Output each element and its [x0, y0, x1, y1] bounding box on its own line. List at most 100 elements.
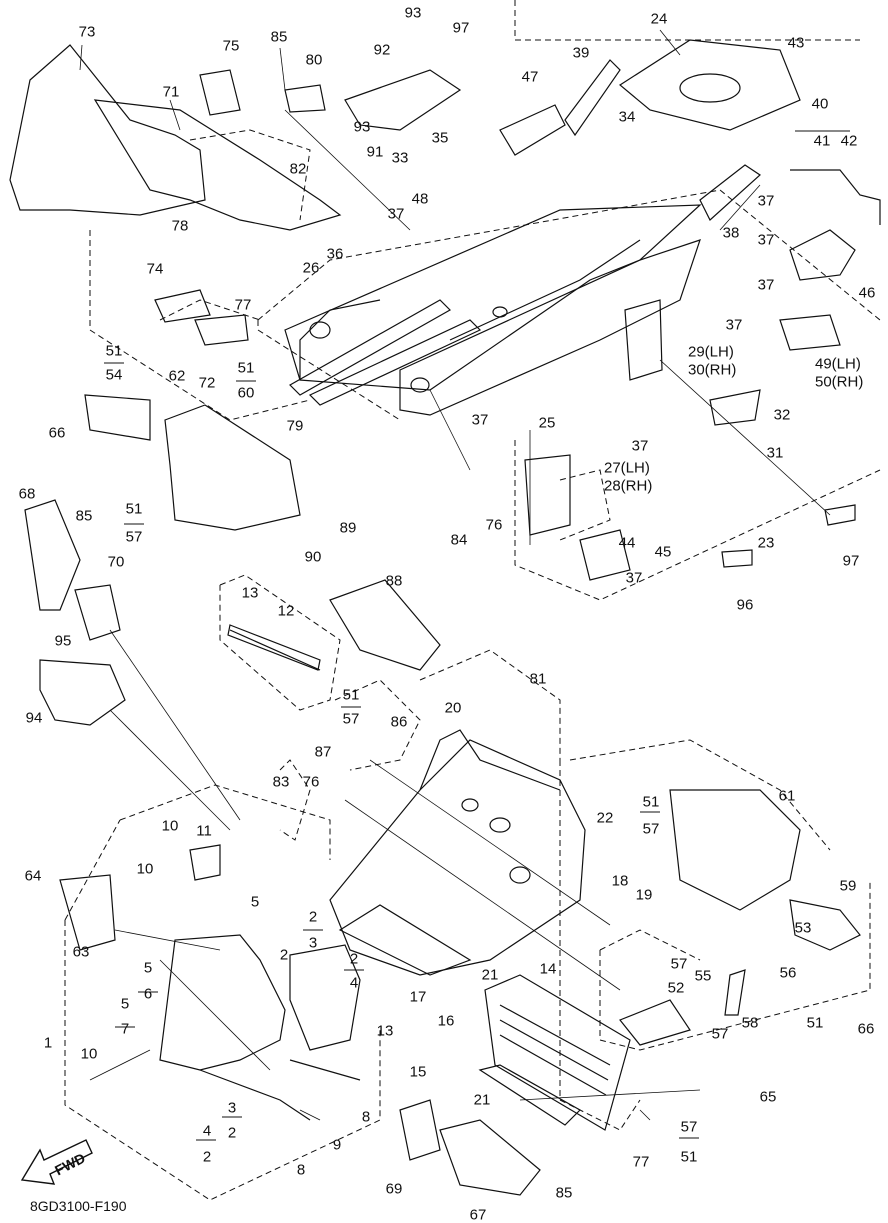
callout-88: 88 — [385, 572, 403, 590]
right-plates — [524, 299, 856, 581]
callout-42: 42 — [840, 132, 858, 150]
callout-37-g: 37 — [631, 437, 649, 455]
callout-31: 31 — [766, 444, 784, 462]
callout-76: 76 — [485, 516, 503, 534]
callout-77-b: 77 — [632, 1153, 650, 1171]
lower-left-frame — [59, 844, 541, 1196]
callout-66: 66 — [48, 424, 66, 442]
callout-70: 70 — [107, 553, 125, 571]
callout-17: 17 — [409, 988, 427, 1006]
callout-8: 8 — [361, 1108, 371, 1126]
callout-3: 3 — [308, 934, 318, 952]
rear-brackets — [344, 39, 881, 281]
callout-94: 94 — [25, 709, 43, 727]
mid-components — [227, 579, 441, 671]
callout-22: 22 — [596, 809, 614, 827]
callout-73: 73 — [78, 23, 96, 41]
callout-57: 57 — [125, 528, 143, 546]
callout-5-c: 5 — [120, 995, 130, 1013]
callout-24: 24 — [650, 10, 668, 28]
callout-96: 96 — [736, 596, 754, 614]
callout-14: 14 — [539, 960, 557, 978]
callout-18: 18 — [611, 872, 629, 890]
callout-21: 21 — [481, 966, 499, 984]
callout-65: 65 — [759, 1088, 777, 1106]
callout-80: 80 — [305, 51, 323, 69]
callout-62: 62 — [168, 367, 186, 385]
callout-85: 85 — [270, 28, 288, 46]
front-console — [9, 44, 342, 346]
callout-64: 64 — [24, 867, 42, 885]
callout-37-d: 37 — [757, 276, 775, 294]
callout-44: 44 — [618, 534, 636, 552]
main-frame — [284, 204, 702, 416]
callout-41: 41 — [813, 132, 831, 150]
callout-97: 97 — [452, 19, 470, 37]
callout-37-e: 37 — [725, 316, 743, 334]
callout-51-f: 51 — [806, 1014, 824, 1032]
callout-15: 15 — [409, 1063, 427, 1081]
callout-40: 40 — [811, 95, 829, 113]
callout-4-b: 4 — [202, 1122, 212, 1140]
callout-10-c: 10 — [80, 1045, 98, 1063]
lower-frame — [329, 729, 586, 976]
callout-63: 63 — [72, 943, 90, 961]
callout-89: 89 — [339, 519, 357, 537]
callout-43: 43 — [787, 34, 805, 52]
callout-57-c: 57 — [642, 820, 660, 838]
callout-72: 72 — [198, 374, 216, 392]
callout-37-b: 37 — [757, 192, 775, 210]
callout-3-b: 3 — [227, 1099, 237, 1117]
callout-56: 56 — [779, 964, 797, 982]
callout-67: 67 — [469, 1206, 487, 1223]
callout-28-rh: 28(RH) — [604, 477, 653, 495]
callout-16: 16 — [437, 1012, 455, 1030]
callout-57-f: 57 — [680, 1118, 698, 1136]
right-lower-brackets — [619, 789, 861, 1046]
callout-76-b: 76 — [302, 773, 320, 791]
callout-95: 95 — [54, 632, 72, 650]
callout-20: 20 — [444, 699, 462, 717]
callout-37-c: 37 — [757, 231, 775, 249]
callout-55: 55 — [694, 967, 712, 985]
callout-9: 9 — [332, 1136, 342, 1154]
callout-2-e: 2 — [202, 1148, 212, 1166]
callout-37-h: 37 — [625, 569, 643, 587]
callout-48: 48 — [411, 190, 429, 208]
callout-13-b: 13 — [376, 1022, 394, 1040]
callout-1: 1 — [43, 1034, 53, 1052]
callout-8-b: 8 — [296, 1161, 306, 1179]
callout-75: 75 — [222, 37, 240, 55]
callout-26: 26 — [302, 259, 320, 277]
fwd-arrow-icon — [20, 1139, 93, 1185]
callout-2-b: 2 — [279, 946, 289, 964]
callout-13: 13 — [241, 584, 259, 602]
callout-5-b: 5 — [143, 959, 153, 977]
callout-57-e: 57 — [711, 1025, 729, 1043]
callout-47: 47 — [521, 68, 539, 86]
cooler-assembly — [478, 974, 631, 1131]
callout-53: 53 — [794, 919, 812, 937]
callout-81: 81 — [529, 670, 547, 688]
callout-85-b: 85 — [75, 507, 93, 525]
callout-35: 35 — [431, 129, 449, 147]
callout-29-lh: 29(LH) — [688, 343, 734, 361]
callout-27-lh: 27(LH) — [604, 459, 650, 477]
callout-25: 25 — [538, 414, 556, 432]
callout-60: 60 — [237, 384, 255, 402]
callout-92: 92 — [373, 41, 391, 59]
callout-51-g: 51 — [680, 1148, 698, 1166]
callout-51-d: 51 — [342, 686, 360, 704]
callout-5: 5 — [250, 893, 260, 911]
callout-4: 4 — [349, 974, 359, 992]
callout-32: 32 — [773, 406, 791, 424]
callout-46: 46 — [858, 284, 876, 302]
callout-85-c: 85 — [555, 1184, 573, 1202]
callout-87: 87 — [314, 743, 332, 761]
callout-51-c: 51 — [125, 500, 143, 518]
callout-10: 10 — [161, 817, 179, 835]
callout-49-lh: 49(LH) — [815, 355, 861, 373]
callout-84: 84 — [450, 531, 468, 549]
